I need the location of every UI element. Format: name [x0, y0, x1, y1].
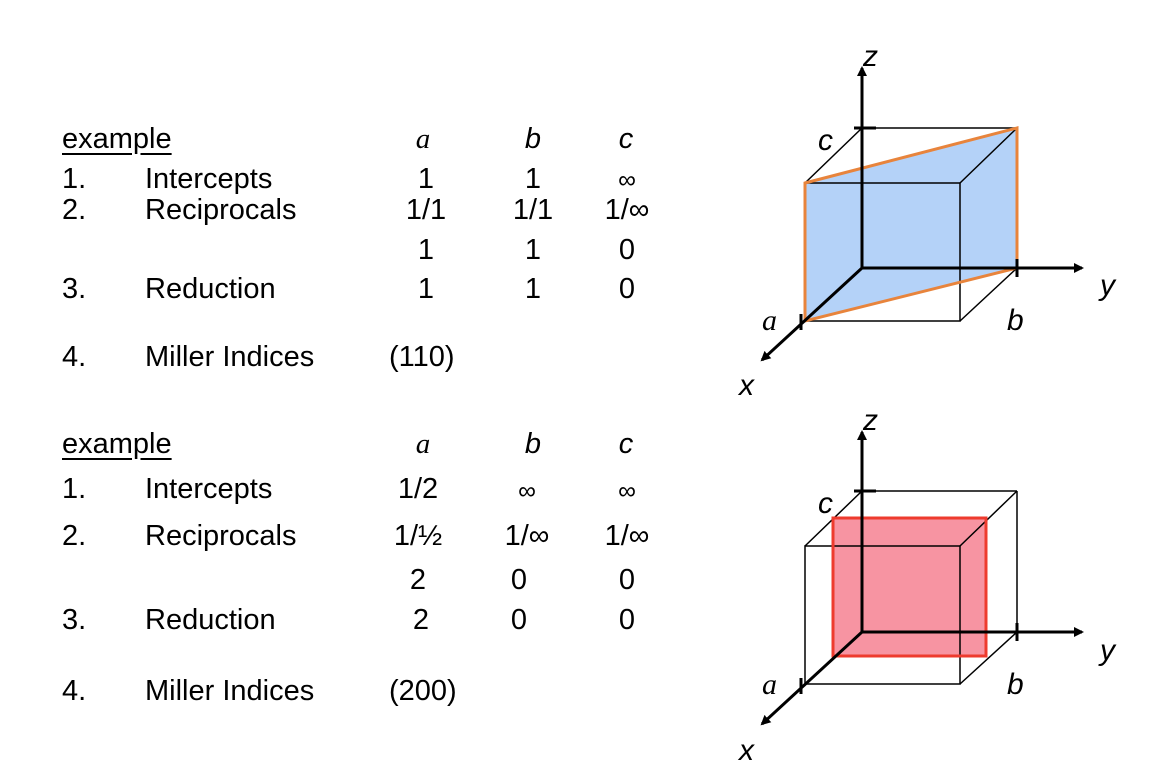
example-1-row-1-a: 1 [417, 163, 435, 195]
a-intercept-label: a [762, 304, 777, 337]
example-2-heading: example [62, 428, 172, 460]
b-intercept-label: b [1007, 304, 1024, 337]
example-2-row-3-b: 0 [510, 604, 528, 636]
cube-1-connect-edges [804, 127, 1018, 322]
example-1-miller-label: Miller Indices [145, 341, 315, 373]
example-1-row-3-num: 3. [62, 273, 87, 305]
example-1-row-2-label: Reciprocals [145, 194, 297, 226]
x-axis [760, 630, 864, 726]
example-1-row-3-c: 0 [618, 273, 636, 305]
example-2-miller-num: 4. [62, 675, 87, 707]
example-1-miller-num: 4. [62, 341, 87, 373]
example-2-row-3-a: 2 [412, 604, 430, 636]
example-1-row-1-c: ∞ [618, 166, 636, 194]
example-1-row-1-b: 1 [524, 163, 542, 195]
example-1-row-2-c: 1/∞ [604, 194, 650, 226]
b-intercept-label: b [1007, 668, 1024, 701]
plane-200 [833, 518, 986, 656]
example-2-row-1-b: ∞ [518, 477, 536, 505]
example-2-row-2-num: 2. [62, 520, 87, 552]
example-1-row-3-label: Reduction [145, 273, 276, 305]
example-2-col-b: b [524, 428, 542, 460]
example-1-col-a: a [415, 123, 431, 155]
example-1-row-2-a: 1/1 [405, 194, 447, 226]
example-1-row-3-b: 1 [524, 273, 542, 305]
cube-2-front-face [804, 545, 961, 685]
cube-diagram-1: z y x c b a [737, 40, 1117, 402]
example-1-row-2b-a: 1 [417, 234, 435, 266]
example-2-row-2b-a: 2 [409, 564, 427, 596]
example-2-miller-label: Miller Indices [145, 675, 315, 707]
y-axis-label: y [1098, 269, 1117, 302]
a-intercept-label: a [762, 668, 777, 701]
x-axis-label: x [737, 734, 755, 767]
example-2-row-2b-c: 0 [618, 564, 636, 596]
example-1-col-b: b [524, 123, 542, 155]
c-intercept-label: c [818, 124, 833, 157]
example-2-row-1-num: 1. [62, 473, 87, 505]
z-axis-label: z [862, 404, 878, 437]
example-2-row-3-num: 3. [62, 604, 87, 636]
example-1-row-2-num: 2. [62, 194, 87, 226]
cube-diagram-2: z y x c b a [737, 404, 1117, 767]
example-1-miller-value: (110) [389, 341, 455, 373]
example-1-col-c: c [618, 123, 634, 155]
example-1-row-2b-c: 0 [618, 234, 636, 266]
c-intercept-label: c [818, 487, 833, 520]
example-2-row-3-c: 0 [618, 604, 636, 636]
example-1-row-1-num: 1. [62, 163, 87, 195]
example-2-col-a: a [415, 428, 431, 460]
example-1-row-1-label: Intercepts [145, 163, 273, 195]
y-axis-label: y [1098, 634, 1117, 667]
example-2-row-2-c: 1/∞ [604, 520, 650, 552]
example-2-row-2b-b: 0 [510, 564, 528, 596]
example-2-row-3-label: Reduction [145, 604, 276, 636]
example-2-row-1-c: ∞ [618, 477, 636, 505]
x-axis [760, 266, 864, 362]
example-2-miller-value: (200) [389, 675, 457, 707]
example-1-row-3-a: 1 [417, 273, 435, 305]
example-1-heading: example [62, 123, 172, 155]
example-2-row-1-label: Intercepts [145, 473, 273, 505]
plane-200-outline [831, 516, 988, 658]
example-2-row-2-b: 1/∞ [504, 520, 550, 552]
x-axis-label: x [737, 369, 755, 402]
example-2-row-1-a: 1/2 [397, 473, 439, 505]
example-2-row-2-label: Reciprocals [145, 520, 297, 552]
example-1-row-2b-b: 1 [524, 234, 542, 266]
example-2-col-c: c [618, 428, 634, 460]
z-axis-label: z [862, 40, 878, 73]
example-2-row-2-a: 1/½ [393, 520, 443, 552]
example-1-row-2-b: 1/1 [512, 194, 554, 226]
